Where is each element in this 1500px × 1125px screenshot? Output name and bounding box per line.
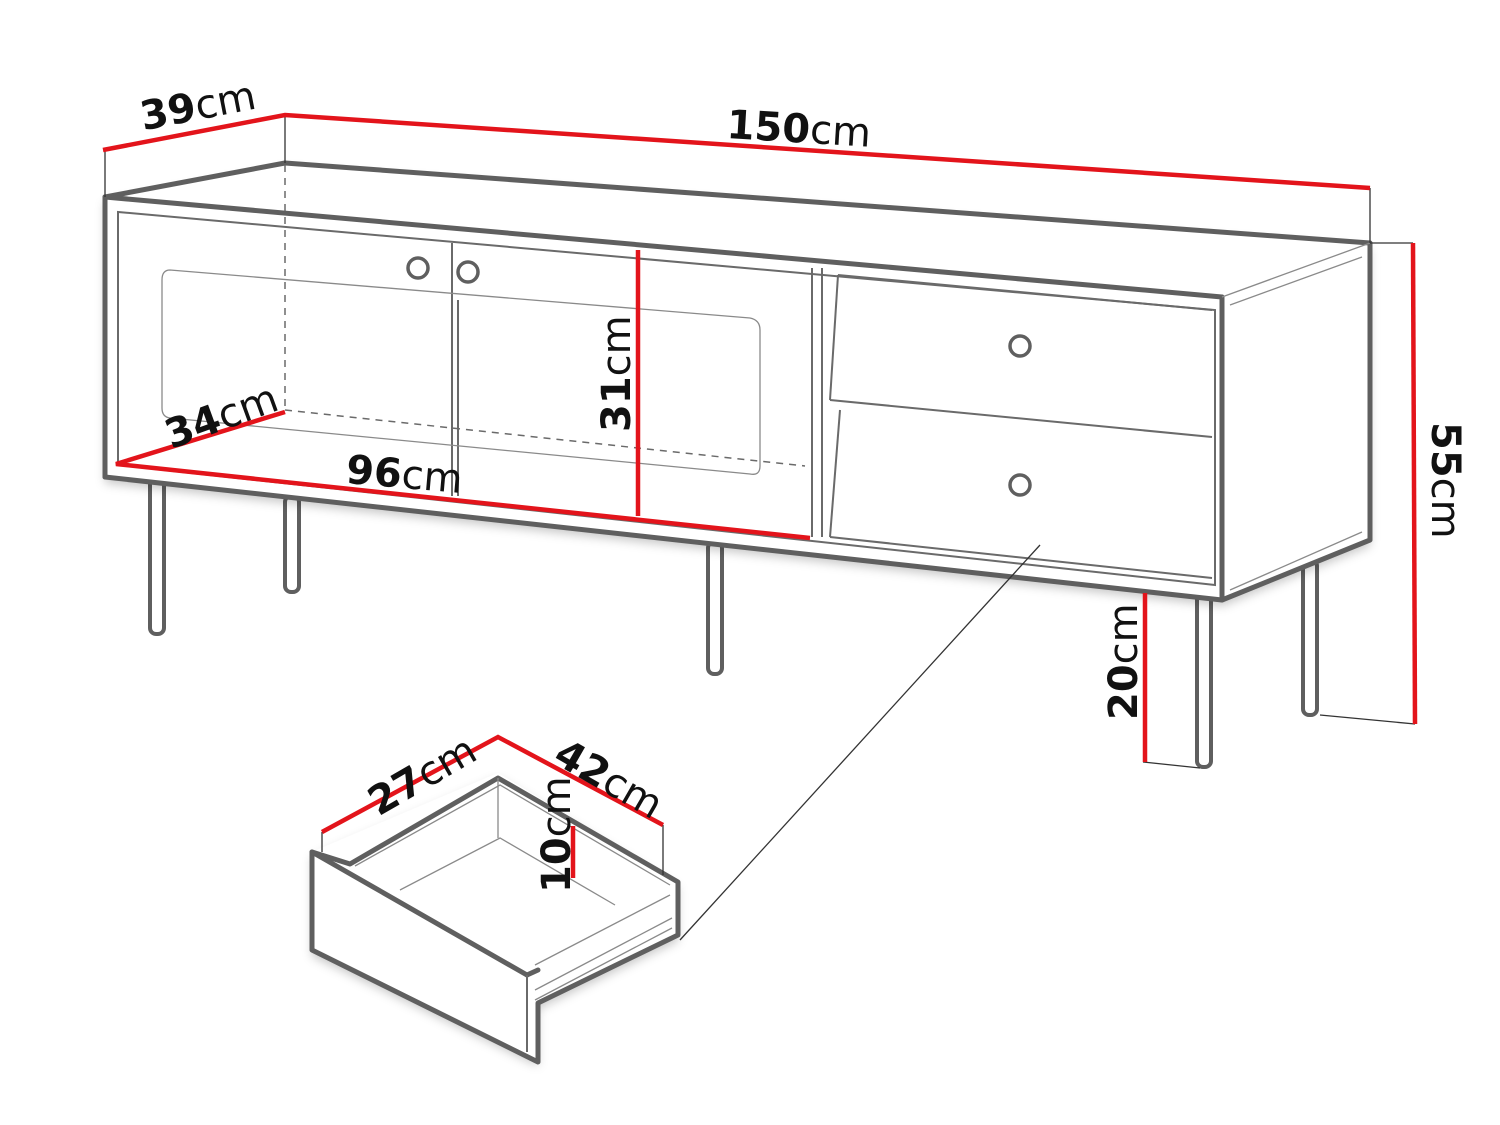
drawer-outline [309, 775, 681, 1065]
cabinet-outline [102, 160, 1373, 603]
compartment-height-unit: cm [594, 315, 640, 377]
width-value: 150 [725, 102, 812, 154]
drawer-height-unit: cm [534, 776, 580, 838]
drawer-leader-line [679, 544, 1041, 941]
compartment-width-label: 96cm [344, 447, 465, 504]
drawer-height-label: 10cm [534, 776, 580, 893]
compartment-width-value: 96 [344, 447, 404, 498]
extension-lines [104, 115, 1416, 875]
cabinet-legs [148, 476, 1319, 769]
width-label: 150cm [725, 102, 873, 157]
drawer-height-value: 10 [534, 837, 580, 893]
height-unit: cm [1422, 477, 1468, 539]
height-label: 55cm [1422, 422, 1468, 539]
compartment-width-unit: cm [399, 451, 465, 504]
height-value: 55 [1422, 422, 1468, 478]
drawer-detail [312, 773, 678, 1060]
compartment-height-label: 31cm [594, 315, 640, 432]
compartment-height-value: 31 [594, 376, 640, 432]
width-unit: cm [808, 107, 873, 157]
leg-height-value: 20 [1101, 664, 1147, 720]
leg-height-label: 20cm [1101, 603, 1147, 720]
leg-height-unit: cm [1101, 603, 1147, 665]
dimension-lines [102, 112, 1418, 878]
